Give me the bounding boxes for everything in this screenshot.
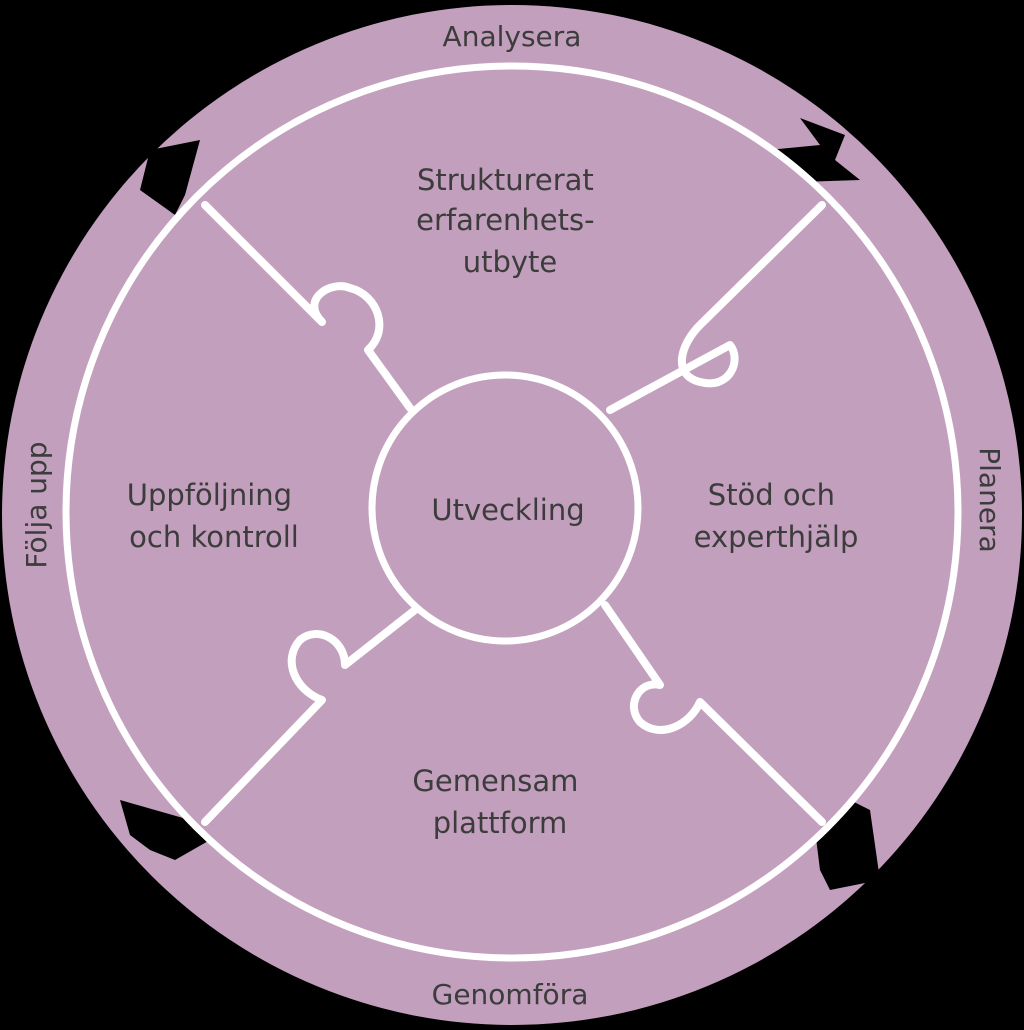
piece-top-line: Strukturerat (417, 163, 594, 197)
piece-right-line: Stöd och (708, 478, 835, 512)
piece-right-line: experthjälp (694, 520, 859, 554)
piece-left-line: Uppföljning (127, 478, 292, 512)
cycle-label-bottom: Genomföra (432, 978, 589, 1011)
cycle-arrow-gap-top-left (140, 140, 200, 215)
piece-bottom-line: plattform (433, 806, 568, 840)
piece-top-label: Strukturerat erfarenhets- utbyte (416, 163, 604, 279)
piece-left-line: och kontroll (129, 520, 299, 554)
cycle-label-left: Följa upp (20, 441, 53, 568)
center-circle (368, 371, 642, 645)
cycle-label-top: Analysera (443, 20, 582, 53)
puzzle-dividers (201, 201, 826, 826)
piece-top-line: utbyte (463, 245, 558, 279)
piece-bottom-line: Gemensam (412, 764, 578, 798)
center-label: Utveckling (431, 493, 584, 527)
cycle-arrow-gap-bottom-left (120, 800, 210, 860)
piece-right-label: Stöd och experthjälp (694, 478, 859, 554)
cycle-label-right: Planera (973, 447, 1006, 552)
piece-bottom-label: Gemensam plattform (412, 764, 587, 840)
piece-top-line: erfarenhets- (416, 203, 594, 237)
piece-left-label: Uppföljning och kontroll (127, 478, 302, 554)
